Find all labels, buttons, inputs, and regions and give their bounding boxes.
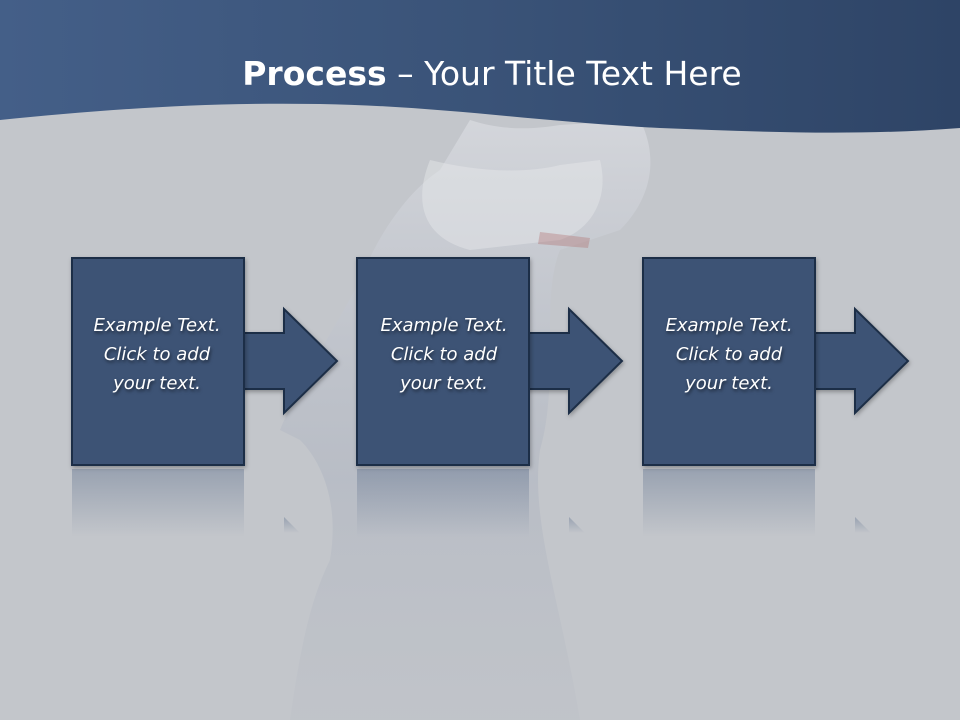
step-reflection	[643, 469, 815, 537]
step-1-line-2: Click to add	[103, 344, 211, 365]
slide-title[interactable]: Process – Your Title Text Here	[0, 52, 960, 96]
arrow-right-icon	[237, 306, 339, 416]
step-1-text[interactable]: Example Text. Click to add your text.	[70, 311, 244, 398]
step-box	[71, 257, 245, 466]
process-step-3[interactable]	[642, 257, 910, 537]
step-2-line-2: Click to add	[390, 344, 498, 365]
step-3-text[interactable]: Example Text. Click to add your text.	[642, 311, 816, 398]
step-box	[356, 257, 530, 466]
step-box	[642, 257, 816, 466]
arrow-right-icon	[807, 306, 910, 416]
title-banner	[0, 0, 960, 133]
step-3-line-1: Example Text.	[665, 315, 793, 336]
step-3-line-3: your text.	[685, 373, 773, 394]
title-rest: – Your Title Text Here	[386, 54, 742, 93]
step-2-text[interactable]: Example Text. Click to add your text.	[357, 311, 531, 398]
step-2-line-3: your text.	[400, 373, 488, 394]
arrow-right-icon	[521, 306, 624, 416]
process-step-1[interactable]	[71, 257, 339, 537]
step-reflection	[72, 469, 244, 537]
step-2-line-1: Example Text.	[380, 315, 508, 336]
step-1-line-3: your text.	[113, 373, 201, 394]
step-1-line-1: Example Text.	[93, 315, 221, 336]
process-step-2[interactable]	[356, 257, 624, 537]
step-3-line-2: Click to add	[675, 344, 783, 365]
title-bold: Process	[242, 54, 387, 93]
step-reflection	[357, 469, 529, 537]
